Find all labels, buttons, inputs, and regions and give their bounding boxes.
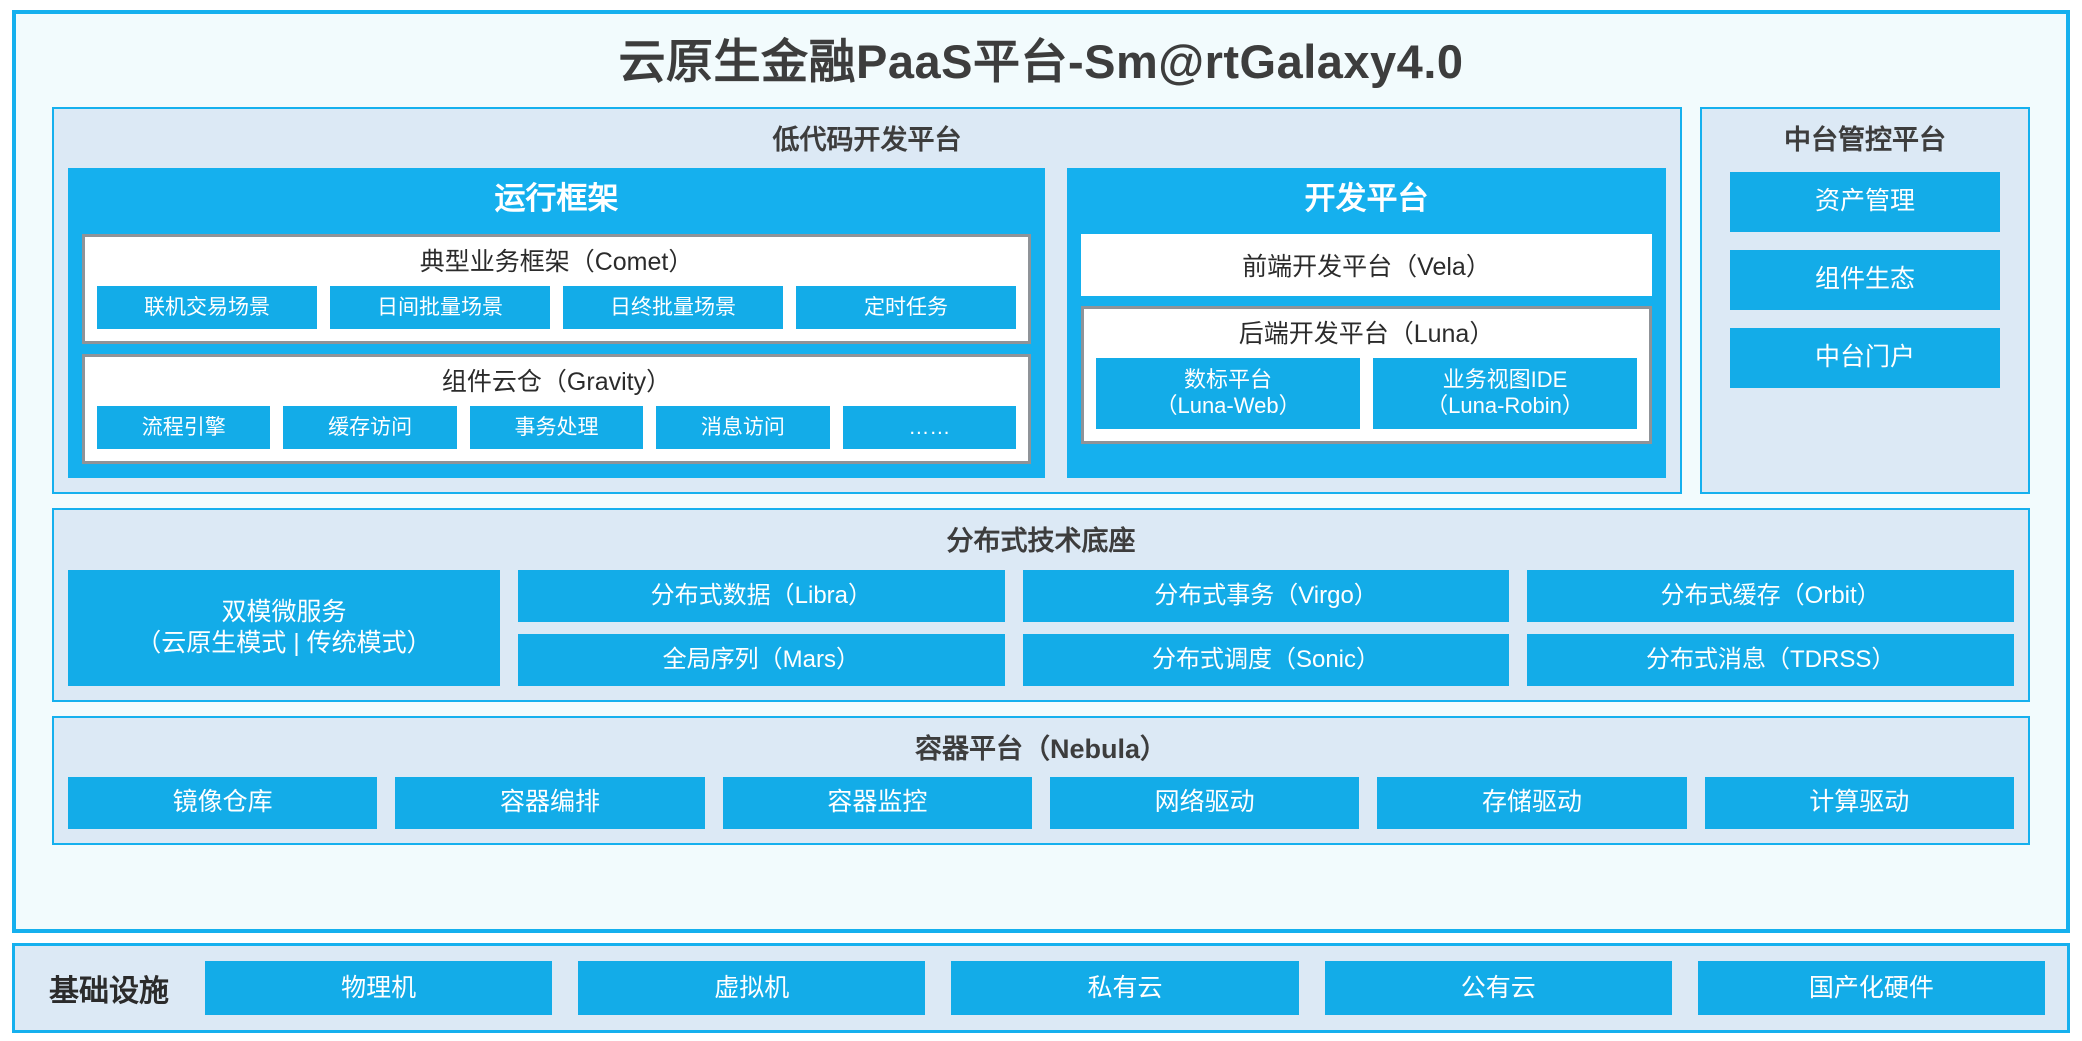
comet-item-online-transaction[interactable]: 联机交易场景 xyxy=(97,285,318,330)
comet-group: 典型业务框架（Comet） 联机交易场景 日间批量场景 日终批量场景 定时任务 xyxy=(82,233,1032,345)
gravity-item-process-engine[interactable]: 流程引擎 xyxy=(97,405,271,450)
infrastructure-item-domestic-hardware[interactable]: 国产化硬件 xyxy=(1697,961,2046,1015)
container-item-network-driver[interactable]: 网络驱动 xyxy=(1049,776,1360,829)
luna-item-luna-web[interactable]: 数标平台（Luna-Web） xyxy=(1096,357,1361,430)
container-item-orchestration[interactable]: 容器编排 xyxy=(395,776,705,829)
distributed-foundation-section: 分布式技术底座 双模微服务（云原生模式 | 传统模式） 分布式数据（Libra）… xyxy=(52,508,2030,702)
frontend-dev-platform-vela[interactable]: 前端开发平台（Vela） xyxy=(1081,233,1652,296)
comet-items-row: 联机交易场景 日间批量场景 日终批量场景 定时任务 xyxy=(97,285,1017,330)
distributed-column-1: 分布式数据（Libra） 全局序列（Mars） xyxy=(518,569,1005,686)
luna-items-row: 数标平台（Luna-Web） 业务视图IDE（Luna-Robin） xyxy=(1096,357,1637,430)
container-items-row: 镜像仓库 容器编排 容器监控 网络驱动 存储驱动 计算驱动 xyxy=(68,776,2014,829)
gravity-item-more-ellipsis[interactable]: …… xyxy=(842,405,1017,450)
distributed-items-body: 双模微服务（云原生模式 | 传统模式） 分布式数据（Libra） 全局序列（Ma… xyxy=(68,569,2015,686)
comet-item-scheduled-task[interactable]: 定时任务 xyxy=(796,285,1017,330)
infrastructure-item-physical-machine[interactable]: 物理机 xyxy=(205,961,553,1015)
container-item-image-registry[interactable]: 镜像仓库 xyxy=(68,776,378,829)
comet-group-title: 典型业务框架（Comet） xyxy=(419,247,694,276)
container-platform-title: 容器平台（Nebula） xyxy=(914,733,1168,764)
distributed-column-3: 分布式缓存（Orbit） 分布式消息（TDRSS） xyxy=(1527,569,2015,686)
luna-item-luna-robin[interactable]: 业务视图IDE（Luna-Robin） xyxy=(1373,357,1637,430)
comet-item-intraday-batch[interactable]: 日间批量场景 xyxy=(330,285,551,330)
gravity-item-cache-access[interactable]: 缓存访问 xyxy=(283,405,457,450)
distributed-column-2: 分布式事务（Virgo） 分布式调度（Sonic） xyxy=(1022,569,1510,686)
distributed-item-tdrss[interactable]: 分布式消息（TDRSS） xyxy=(1527,633,2015,686)
infrastructure-item-private-cloud[interactable]: 私有云 xyxy=(951,961,1299,1015)
lowcode-platform-section: 低代码开发平台 运行框架 典型业务框架（Comet） 联机交易场景 日间批量场景… xyxy=(52,106,1682,495)
management-item-asset-management[interactable]: 资产管理 xyxy=(1730,171,2000,232)
dev-platform-block: 开发平台 前端开发平台（Vela） 后端开发平台（Luna） 数标平台（Luna… xyxy=(1067,167,1666,479)
management-item-component-ecosystem[interactable]: 组件生态 xyxy=(1730,249,2000,310)
distributed-wide-column: 双模微服务（云原生模式 | 传统模式） xyxy=(68,569,500,686)
distributed-item-libra[interactable]: 分布式数据（Libra） xyxy=(518,569,1005,622)
container-platform-section: 容器平台（Nebula） 镜像仓库 容器编排 容器监控 网络驱动 存储驱动 计算… xyxy=(52,715,2030,845)
distributed-item-mars[interactable]: 全局序列（Mars） xyxy=(518,633,1005,686)
gravity-group-title: 组件云仓（Gravity） xyxy=(441,368,672,397)
row-lowcode-and-management: 低代码开发平台 运行框架 典型业务框架（Comet） 联机交易场景 日间批量场景… xyxy=(52,106,2030,495)
container-item-monitoring[interactable]: 容器监控 xyxy=(722,776,1032,829)
distributed-item-sonic[interactable]: 分布式调度（Sonic） xyxy=(1022,633,1510,686)
distributed-item-orbit[interactable]: 分布式缓存（Orbit） xyxy=(1527,569,2015,622)
backend-dev-platform-title: 后端开发平台（Luna） xyxy=(1238,319,1495,348)
infrastructure-item-public-cloud[interactable]: 公有云 xyxy=(1324,961,1672,1015)
management-item-portal[interactable]: 中台门户 xyxy=(1730,327,2000,388)
infrastructure-items-row: 物理机 虚拟机 私有云 公有云 国产化硬件 xyxy=(205,961,2046,1015)
management-platform-title: 中台管控平台 xyxy=(1784,124,1946,155)
infrastructure-label: 基础设施 xyxy=(49,975,169,1008)
gravity-item-transaction-processing[interactable]: 事务处理 xyxy=(469,405,644,450)
gravity-items-row: 流程引擎 缓存访问 事务处理 消息访问 …… xyxy=(97,405,1017,450)
dev-platform-title: 开发平台 xyxy=(1304,180,1429,216)
runtime-framework-block: 运行框架 典型业务框架（Comet） 联机交易场景 日间批量场景 日终批量场景 … xyxy=(68,167,1046,479)
distributed-item-dual-mode-microservice[interactable]: 双模微服务（云原生模式 | 传统模式） xyxy=(68,569,500,686)
lowcode-platform-title: 低代码开发平台 xyxy=(772,124,962,155)
infrastructure-item-virtual-machine[interactable]: 虚拟机 xyxy=(578,961,926,1015)
management-items-list: 资产管理 组件生态 中台门户 xyxy=(1716,168,2014,394)
gravity-group: 组件云仓（Gravity） 流程引擎 缓存访问 事务处理 消息访问 …… xyxy=(82,354,1032,465)
gravity-item-message-access[interactable]: 消息访问 xyxy=(656,405,830,450)
container-item-storage-driver[interactable]: 存储驱动 xyxy=(1377,776,1687,829)
infrastructure-section: 基础设施 物理机 虚拟机 私有云 公有云 国产化硬件 xyxy=(12,943,2070,1033)
page-title: 云原生金融PaaS平台-Sm@rtGalaxy4.0 xyxy=(618,35,1464,88)
container-item-compute-driver[interactable]: 计算驱动 xyxy=(1704,776,2014,829)
management-platform-section: 中台管控平台 资产管理 组件生态 中台门户 xyxy=(1700,106,2030,495)
distributed-foundation-title: 分布式技术底座 xyxy=(946,526,1136,557)
distributed-item-virgo[interactable]: 分布式事务（Virgo） xyxy=(1022,569,1510,622)
backend-dev-platform-luna-group: 后端开发平台（Luna） 数标平台（Luna-Web） 业务视图IDE（Luna… xyxy=(1081,305,1652,445)
runtime-framework-title: 运行框架 xyxy=(494,180,619,216)
platform-main-card: 云原生金融PaaS平台-Sm@rtGalaxy4.0 低代码开发平台 运行框架 … xyxy=(12,10,2070,933)
comet-item-eod-batch[interactable]: 日终批量场景 xyxy=(563,285,784,330)
